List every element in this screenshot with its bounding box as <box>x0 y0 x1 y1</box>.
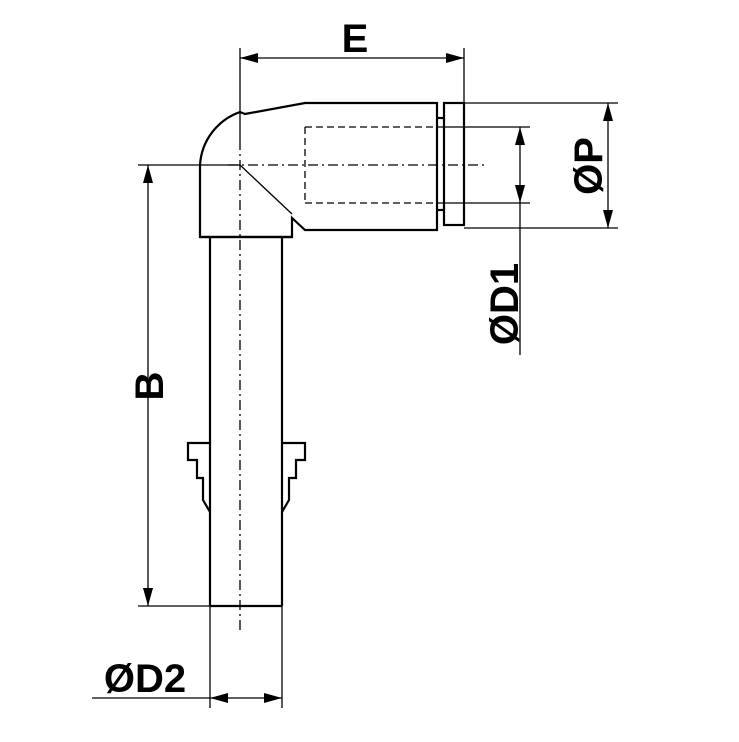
dim-p-arrow-top <box>603 103 613 121</box>
dim-d1-arrow-top <box>515 127 525 145</box>
stem-tube <box>208 237 284 608</box>
dim-p-arrow-bottom <box>603 210 613 228</box>
bore-hidden-lines <box>304 126 437 204</box>
collet-ring <box>437 101 466 227</box>
elbow-outline <box>198 101 439 239</box>
dim-b-arrow-bottom <box>143 588 153 606</box>
bend-line <box>239 164 293 215</box>
dim-d2-arrow-left <box>210 693 228 703</box>
dim-e-arrow-right <box>446 53 464 63</box>
dim-b-arrow-top <box>143 165 153 183</box>
dimension-b: B <box>128 164 240 607</box>
collet-flange <box>442 101 466 227</box>
dim-d1-label: ØD1 <box>483 263 527 345</box>
dimension-p: ØP <box>464 102 618 229</box>
dim-b-label: B <box>128 372 172 401</box>
dim-e-label: E <box>342 17 369 61</box>
dim-d2-label: ØD2 <box>104 657 186 701</box>
dim-e-arrow-left <box>240 53 258 63</box>
dimension-d1: ØD1 <box>437 126 530 355</box>
dim-d1-arrow-bottom <box>515 185 525 203</box>
dim-d2-arrow-right <box>264 693 282 703</box>
dimension-d2: ØD2 <box>92 606 283 708</box>
dim-p-label: ØP <box>567 137 611 195</box>
left-clip <box>186 441 211 513</box>
elbow-body <box>198 101 439 239</box>
right-clip <box>281 441 307 513</box>
dimension-e: E <box>239 17 465 140</box>
